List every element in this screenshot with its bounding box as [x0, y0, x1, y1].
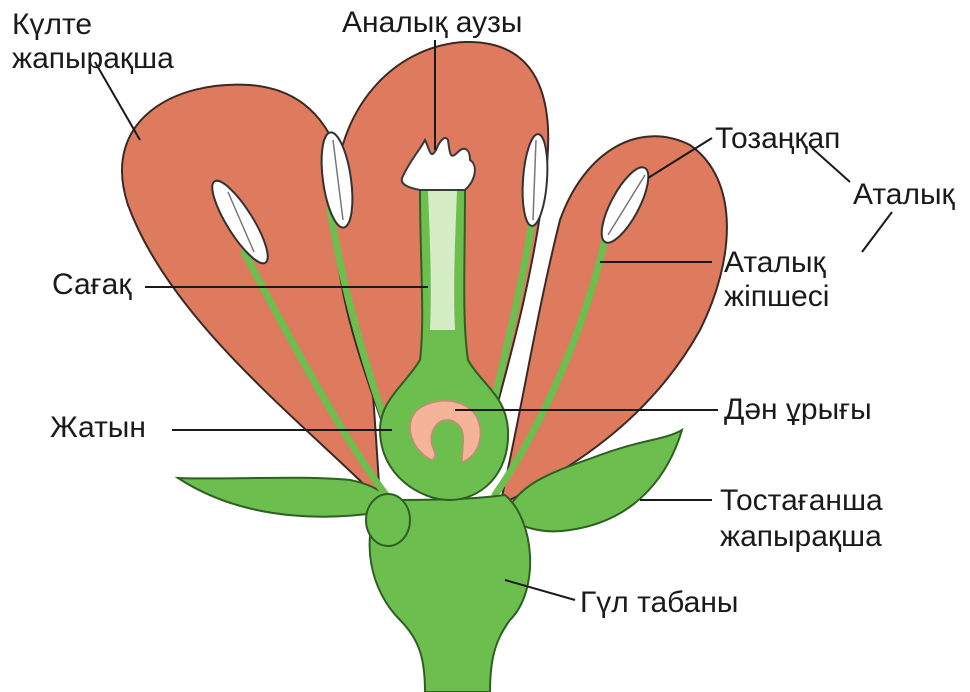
label-filament-line1: Аталық [724, 246, 826, 280]
label-sepal-line2: жапырақша [720, 520, 882, 554]
label-petal-line2: жапырақша [12, 42, 174, 76]
sepal-left [178, 478, 395, 517]
label-ovule: Дән ұрығы [724, 393, 872, 427]
label-ovary: Жатын [50, 411, 146, 445]
label-receptacle: Гүл табаны [580, 586, 738, 620]
label-anther: Тозаңқап [715, 122, 840, 156]
label-stamen: Аталық [853, 178, 955, 212]
sepal-base-left [366, 494, 410, 546]
label-style: Сағақ [52, 268, 131, 302]
label-stigma: Аналық аузы [342, 6, 522, 40]
label-petal-line1: Күлте [12, 8, 92, 42]
label-filament-line2: жіпшесі [724, 280, 829, 314]
label-sepal-line1: Тостағанша [720, 484, 883, 518]
style-highlight [428, 190, 457, 330]
